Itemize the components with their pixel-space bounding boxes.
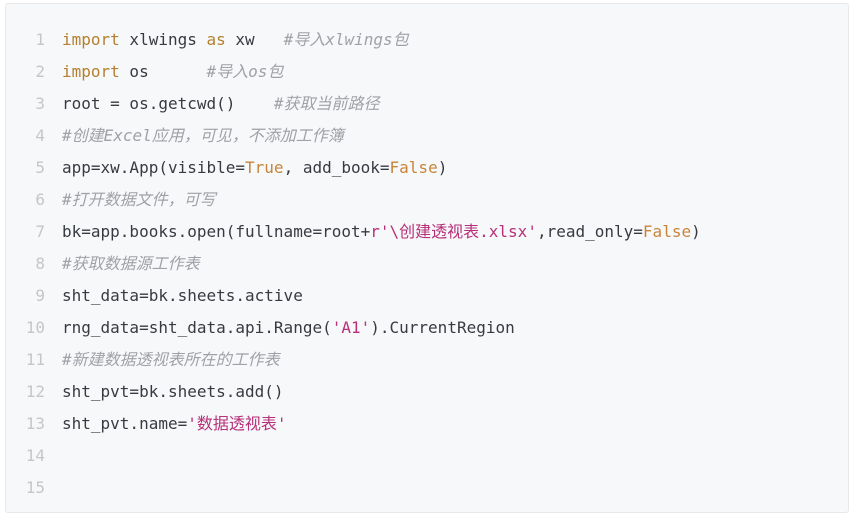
line-code: sht_pvt.name='数据透视表'	[62, 408, 287, 440]
code-token-plain: )	[691, 222, 701, 241]
line-number: 8	[35, 254, 45, 273]
code-line: 8 #获取数据源工作表	[6, 248, 848, 280]
code-token-string: 'A1'	[331, 318, 371, 337]
code-token-plain: , add_book=	[283, 158, 390, 177]
code-token-keyword: import	[62, 62, 120, 81]
line-code: import xlwings as xw #导入xlwings包	[62, 24, 409, 56]
code-token-plain: root = os.getcwd()	[62, 94, 274, 113]
code-line: 1 import xlwings as xw #导入xlwings包	[6, 24, 848, 56]
code-token-plain: sht_pvt.name=	[62, 414, 188, 433]
code-token-comment: #获取当前路径	[273, 94, 380, 113]
line-code: sht_data=bk.sheets.active	[62, 280, 303, 312]
code-token-plain: rng_data=sht_data.api.Range(	[62, 318, 332, 337]
code-token-plain: )	[437, 158, 448, 177]
code-line: 7 bk=app.books.open(fullname=root+r'\创建透视…	[6, 216, 848, 248]
line-code: #获取数据源工作表	[62, 248, 200, 280]
code-token-keyword: as	[206, 30, 226, 49]
line-number: 4	[35, 126, 45, 145]
code-token-comment: #导入os包	[206, 62, 284, 81]
line-number: 1	[35, 30, 45, 49]
code-token-string: r'\创建透视表.xlsx'	[370, 222, 537, 241]
line-number: 14	[25, 446, 45, 465]
code-token-plain: sht_data=bk.sheets.active	[62, 286, 303, 305]
line-number: 5	[35, 158, 45, 177]
line-number: 13	[25, 414, 45, 433]
line-number: 9	[35, 286, 45, 305]
line-number: 11	[25, 350, 45, 369]
code-line: 15	[6, 472, 848, 504]
code-token-plain: ).CurrentRegion	[370, 318, 515, 337]
code-line: 14	[6, 440, 848, 472]
code-line: 4 #创建Excel应用，可见，不添加工作簿	[6, 120, 848, 152]
line-number: 2	[35, 62, 45, 81]
code-line: 2 import os #导入os包	[6, 56, 848, 88]
code-token-comment: #创建Excel应用，可见，不添加工作簿	[62, 126, 344, 145]
code-token-comment: #打开数据文件，可写	[62, 190, 216, 209]
code-line: 3 root = os.getcwd() #获取当前路径	[6, 88, 848, 120]
code-line: 12 sht_pvt=bk.sheets.add()	[6, 376, 848, 408]
line-code: #创建Excel应用，可见，不添加工作簿	[62, 120, 344, 152]
line-code: sht_pvt=bk.sheets.add()	[62, 376, 284, 408]
line-number: 3	[35, 94, 45, 113]
code-token-plain: app=xw.App(visible=	[62, 158, 246, 177]
code-token-plain: os	[119, 62, 207, 81]
code-token-plain: xlwings	[119, 30, 207, 49]
code-line: 5 app=xw.App(visible=True, add_book=False…	[6, 152, 848, 184]
code-token-comment: #导入xlwings包	[283, 30, 409, 49]
code-line: 6 #打开数据文件，可写	[6, 184, 848, 216]
code-token-keyword: import	[62, 30, 120, 49]
line-number: 12	[25, 382, 45, 401]
code-token-plain: xw	[225, 30, 284, 49]
code-line: 11 #新建数据透视表所在的工作表	[6, 344, 848, 376]
code-line: 13 sht_pvt.name='数据透视表'	[6, 408, 848, 440]
code-token-string: '数据透视表'	[187, 414, 287, 433]
line-code: #打开数据文件，可写	[62, 184, 216, 216]
line-code: app=xw.App(visible=True, add_book=False)	[62, 152, 447, 184]
code-block: 1 import xlwings as xw #导入xlwings包 2 import…	[5, 3, 849, 513]
line-number: 6	[35, 190, 45, 209]
code-token-plain: sht_pvt=bk.sheets.add()	[62, 382, 284, 401]
line-number: 7	[35, 222, 45, 241]
line-code: root = os.getcwd() #获取当前路径	[62, 88, 380, 120]
code-lines: 1 import xlwings as xw #导入xlwings包 2 import…	[6, 24, 848, 504]
line-code: rng_data=sht_data.api.Range('A1').Curren…	[62, 312, 515, 344]
code-token-plain: ,read_only=	[536, 222, 643, 241]
line-code: #新建数据透视表所在的工作表	[62, 344, 280, 376]
code-token-plain: bk=app.books.open(fullname=root+	[62, 222, 371, 241]
code-token-const: False	[642, 222, 692, 241]
line-code: bk=app.books.open(fullname=root+r'\创建透视表…	[62, 216, 701, 248]
line-number: 15	[25, 478, 45, 497]
line-number: 10	[25, 318, 45, 337]
code-token-comment: #获取数据源工作表	[62, 254, 200, 273]
code-token-const: True	[245, 158, 284, 177]
code-token-const: False	[389, 158, 438, 177]
code-token-comment: #新建数据透视表所在的工作表	[62, 350, 280, 369]
code-line: 10 rng_data=sht_data.api.Range('A1').Curr…	[6, 312, 848, 344]
code-line: 9 sht_data=bk.sheets.active	[6, 280, 848, 312]
line-code: import os #导入os包	[62, 56, 283, 88]
